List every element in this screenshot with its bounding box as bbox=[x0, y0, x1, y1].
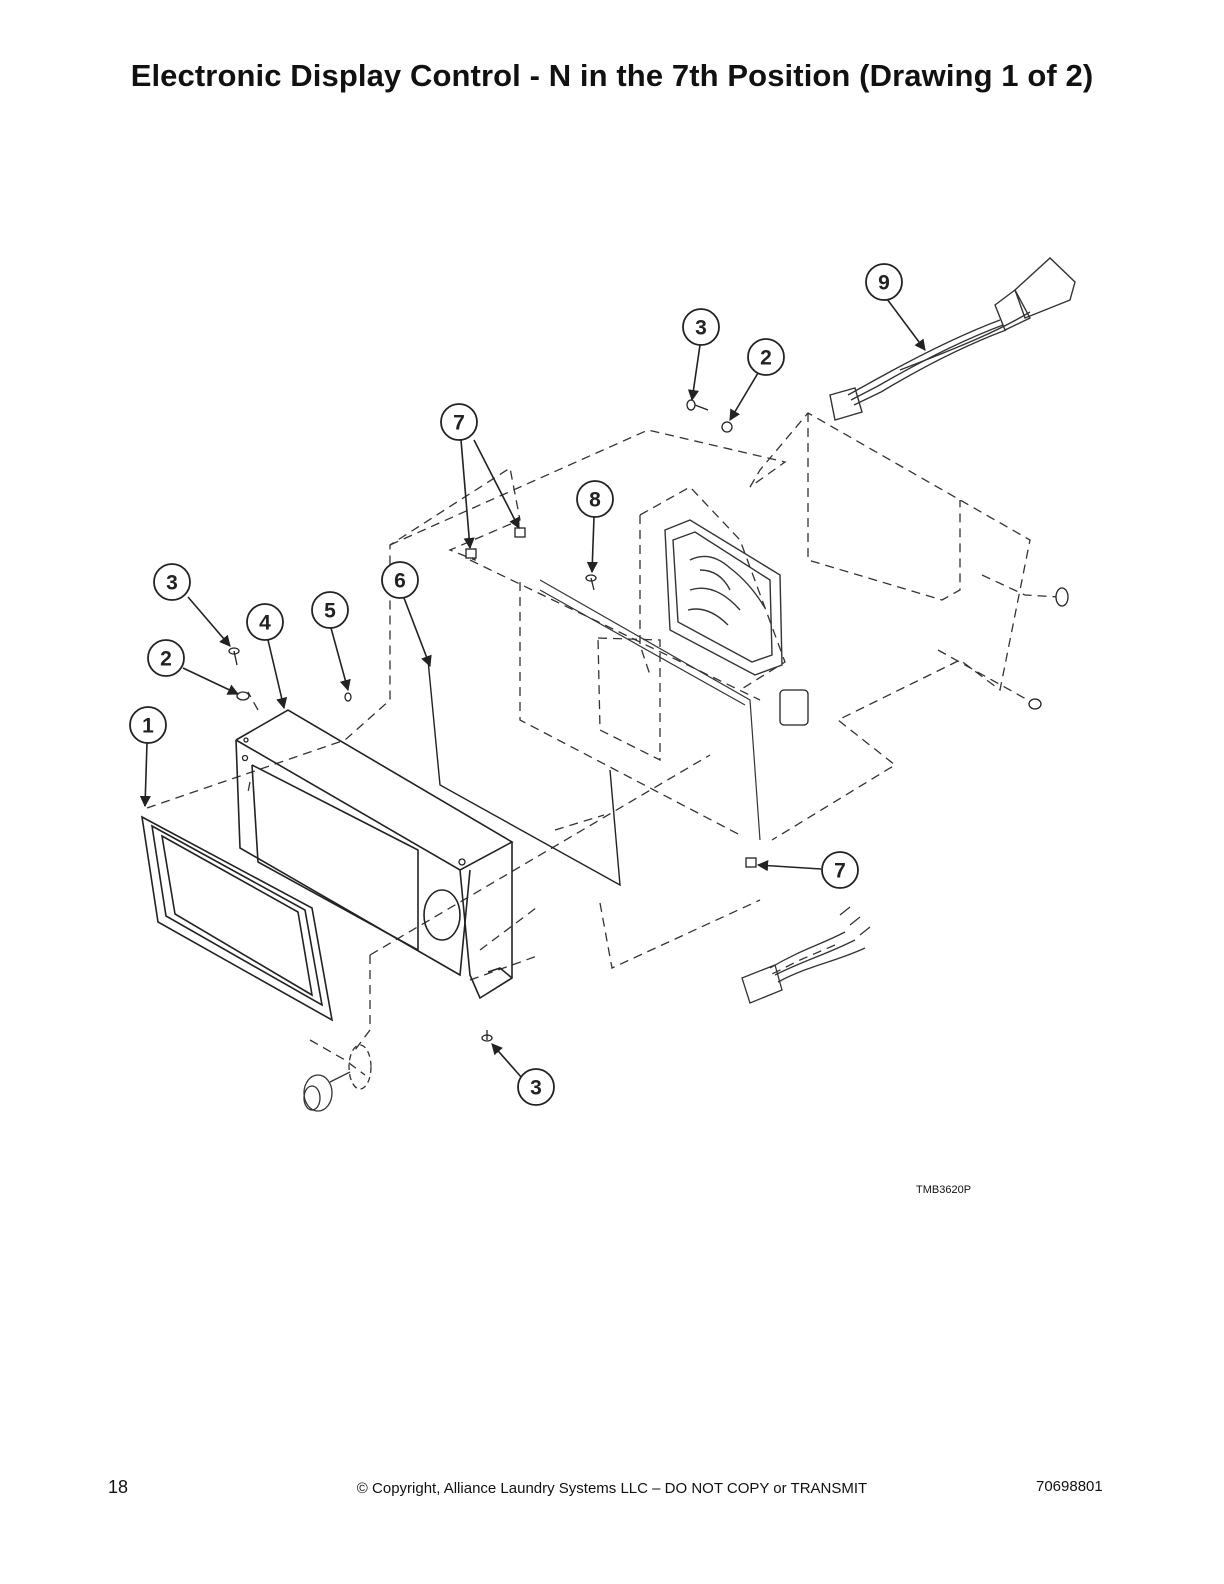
callout-label-3-left: 3 bbox=[166, 572, 178, 595]
nut-7-c bbox=[745, 857, 757, 868]
callout-label-7-bottom: 7 bbox=[834, 860, 846, 883]
wiring-harness bbox=[829, 257, 1076, 421]
knob-assembly bbox=[303, 1044, 372, 1112]
screw-3-bottom bbox=[481, 1030, 493, 1042]
page-number: 18 bbox=[108, 1477, 129, 1497]
callout-3-top bbox=[682, 308, 720, 346]
copyright-notice: © Copyright, Alliance Laundry Systems LL… bbox=[356, 1480, 868, 1497]
nut-7-a bbox=[465, 548, 477, 559]
callout-label-3-top: 3 bbox=[695, 317, 707, 340]
grommet-5 bbox=[344, 692, 352, 702]
display-housing bbox=[235, 709, 514, 1000]
document-number: 70698801 bbox=[1036, 1478, 1103, 1495]
wire-connector bbox=[741, 906, 871, 1004]
standoff-lower-right bbox=[1028, 698, 1042, 710]
callout-7-top bbox=[440, 403, 478, 441]
bezel-frame bbox=[140, 815, 334, 1022]
callout-6 bbox=[381, 561, 419, 599]
screw-8 bbox=[585, 574, 597, 591]
assembly-dashed-outlines bbox=[146, 412, 1061, 1076]
callout-8 bbox=[576, 480, 614, 518]
callout-label-5: 5 bbox=[324, 600, 336, 623]
callout-label-4: 4 bbox=[259, 612, 271, 635]
callout-label-8: 8 bbox=[589, 489, 601, 512]
washer-2-top bbox=[721, 421, 733, 433]
callout-label-7-top: 7 bbox=[453, 412, 465, 435]
switch-block bbox=[779, 689, 809, 726]
callout-4 bbox=[246, 603, 284, 641]
callout-circles bbox=[129, 263, 903, 1106]
callout-label-2-top: 2 bbox=[760, 347, 772, 370]
drawing-id: TMB3620P bbox=[916, 1184, 972, 1196]
callout-label-2-left: 2 bbox=[160, 648, 172, 671]
callout-2-top bbox=[747, 338, 785, 376]
washer-2-left bbox=[236, 691, 250, 701]
callout-1 bbox=[129, 706, 167, 744]
callout-2-left bbox=[147, 639, 185, 677]
callout-3-left bbox=[153, 563, 191, 601]
screw-3-top bbox=[686, 399, 709, 411]
callout-7-bottom bbox=[821, 851, 859, 889]
callout-label-9: 9 bbox=[878, 272, 890, 295]
control-board bbox=[664, 519, 783, 676]
leader-lines bbox=[139, 298, 926, 1079]
hardware bbox=[228, 399, 1069, 1042]
callout-label-3-bottom: 3 bbox=[530, 1077, 542, 1100]
standoff-right bbox=[1055, 587, 1069, 607]
insulator-panel bbox=[427, 659, 621, 887]
nut-7-b bbox=[514, 527, 526, 538]
page-title: Electronic Display Control - N in the 7t… bbox=[130, 58, 1094, 93]
callout-label-1: 1 bbox=[142, 715, 154, 738]
screw-3-left bbox=[228, 647, 240, 666]
callout-3-bottom bbox=[517, 1068, 555, 1106]
rear-enclosure bbox=[539, 579, 761, 841]
callout-label-6: 6 bbox=[394, 570, 406, 593]
callout-5 bbox=[311, 591, 349, 629]
callout-9 bbox=[865, 263, 903, 301]
